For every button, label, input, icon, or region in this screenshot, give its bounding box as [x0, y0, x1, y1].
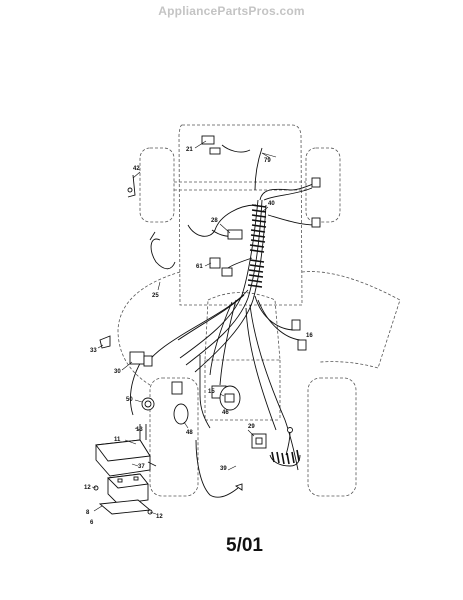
front-wheel-right — [305, 147, 341, 223]
hood-outline — [178, 124, 303, 306]
battery-box-top — [95, 439, 151, 462]
callout-12-left: 12 — [84, 485, 91, 491]
callout-50: 50 — [126, 397, 133, 403]
callout-33: 33 — [90, 348, 97, 354]
rear-wheel-right — [307, 377, 357, 497]
connector-right-upper — [311, 177, 321, 188]
lamp-bulb-left — [127, 187, 133, 193]
front-wheel-left — [139, 147, 175, 223]
relay — [209, 257, 221, 269]
fender-right — [301, 271, 401, 369]
components — [99, 135, 321, 491]
harness-loom-coil-lower — [271, 449, 300, 465]
fender-left — [117, 271, 181, 386]
callout-leaders — [91, 140, 277, 515]
hour-meter-face — [224, 393, 235, 403]
hold-down-rod — [139, 424, 147, 440]
solenoid — [173, 403, 189, 425]
headlight-plug — [209, 147, 221, 155]
tractor-outline — [117, 124, 401, 497]
callout-39: 39 — [220, 466, 227, 472]
indicator-lamp-inner — [144, 400, 152, 408]
frame-rails — [204, 360, 281, 421]
callout-29: 29 — [248, 424, 255, 430]
cable-clamp — [147, 461, 157, 467]
rear-wheel-left — [149, 377, 199, 497]
front-axle — [174, 181, 306, 191]
headlight-connector — [201, 135, 215, 145]
callout-12-right: 12 — [156, 514, 163, 520]
callout-40: 40 — [268, 201, 275, 207]
callout-labels: 21 79 42 40 28 61 25 16 33 30 50 48 15 4… — [84, 147, 313, 526]
callout-11: 11 — [114, 437, 121, 443]
callout-79: 79 — [264, 158, 271, 164]
battery-tray — [98, 499, 152, 515]
connector-left-mid — [171, 381, 183, 395]
callout-6: 6 — [90, 520, 94, 526]
reverse-switch — [297, 339, 307, 351]
callout-28: 28 — [211, 218, 218, 224]
seat-switch — [291, 319, 301, 331]
callout-8: 8 — [86, 510, 90, 516]
lamp-socket-left — [127, 174, 136, 198]
brake-switch-inner — [255, 437, 263, 445]
callout-15: 15 — [208, 389, 215, 395]
seat-outline — [204, 292, 281, 361]
watermark: AppliancePartsPros.com — [158, 4, 305, 18]
fuse-holder — [227, 229, 243, 240]
ground-eyelet — [287, 427, 293, 433]
callout-42: 42 — [133, 166, 140, 172]
callout-61: 61 — [196, 264, 203, 270]
callout-46: 46 — [222, 410, 229, 416]
callout-13: 13 — [136, 427, 143, 433]
callout-30: 30 — [114, 369, 121, 375]
harness-loom-coil — [247, 204, 267, 288]
terminal-ring — [234, 483, 243, 491]
ignition-plug — [143, 355, 153, 367]
revision-date-code: 5/01 — [226, 535, 263, 556]
callout-37: 37 — [138, 464, 145, 470]
connector-mid — [221, 267, 233, 277]
connector-right-lower — [311, 217, 321, 228]
callout-25: 25 — [152, 293, 159, 299]
callout-48: 48 — [186, 430, 193, 436]
battery-terminal-pos — [117, 478, 123, 483]
battery-assembly — [93, 424, 157, 515]
callout-21: 21 — [186, 147, 193, 153]
callout-16: 16 — [306, 333, 313, 339]
battery-terminal-neg — [133, 476, 139, 481]
harness-wires — [130, 144, 319, 498]
